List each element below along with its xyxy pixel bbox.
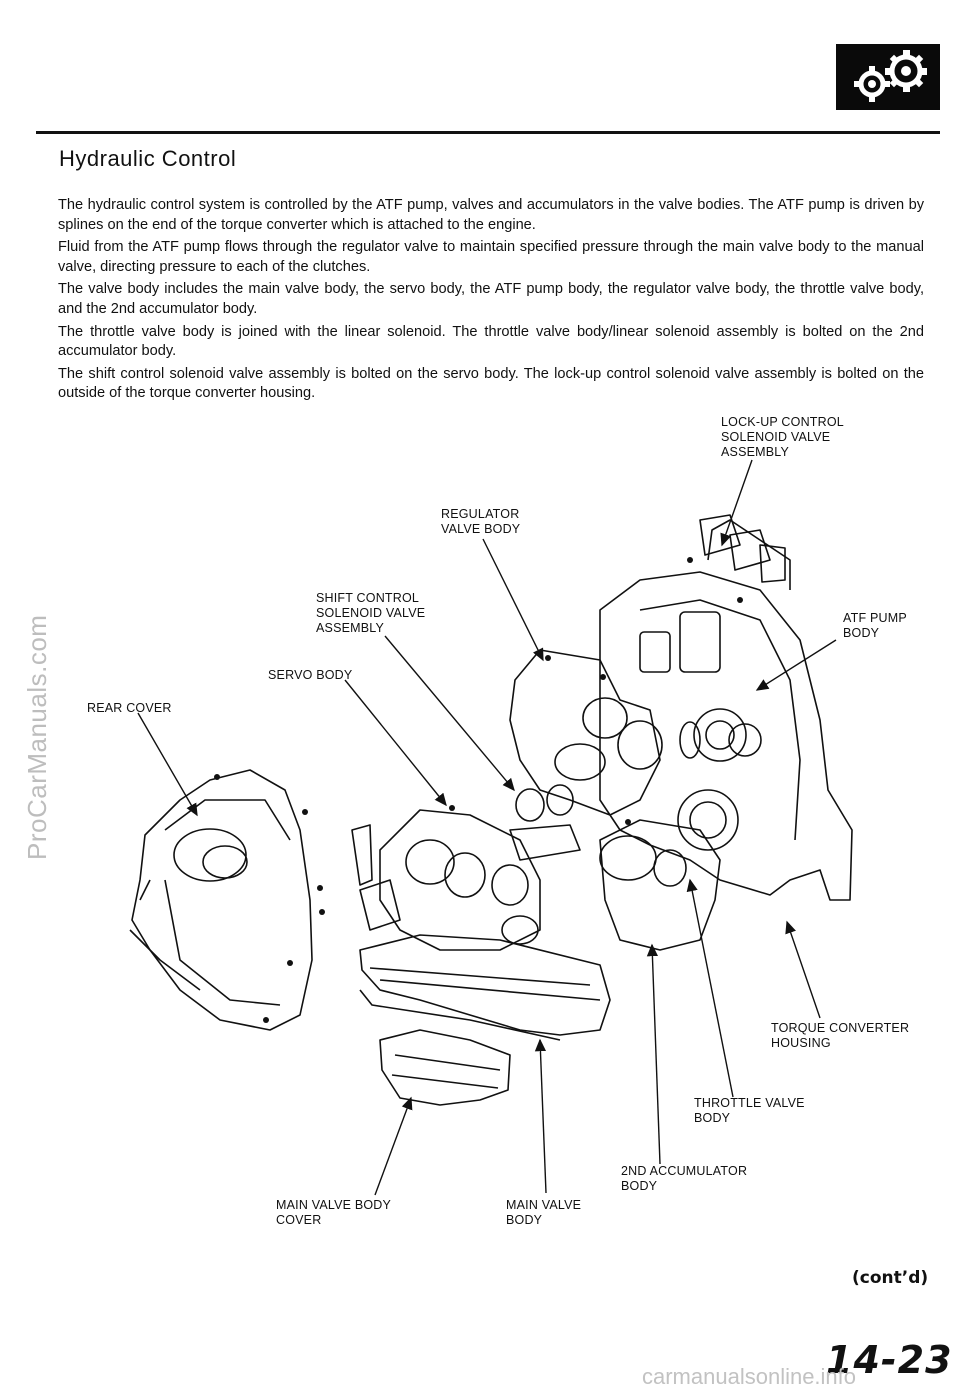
paragraph-2: Fluid from the ATF pump flows through th… — [58, 239, 924, 275]
label-shift-control-solenoid: SHIFT CONTROL SOLENOID VALVE ASSEMBLY — [316, 591, 426, 635]
label-torque-converter-housing: TORQUE CONVERTER HOUSING — [771, 1021, 910, 1050]
label-servo-body: SERVO BODY — [268, 668, 353, 682]
watermark-bottom: carmanualsonline.info — [642, 1364, 857, 1389]
paragraph-4: The throttle valve body is joined with t… — [58, 323, 924, 360]
page-number: 14-23 — [826, 1338, 953, 1382]
label-throttle-valve-body: THROTTLE VALVE BODY — [694, 1096, 805, 1125]
label-lockup-solenoid: LOCK-UP CONTROL SOLENOID VALVE ASSEMBLY — [721, 415, 844, 459]
paragraph-1: The hydraulic control system is controll… — [58, 197, 924, 233]
gears-icon — [836, 44, 940, 110]
label-main-valve-body: MAIN VALVE BODY — [506, 1198, 582, 1227]
paragraph-5: The shift control solenoid valve assembl… — [58, 365, 924, 402]
label-2nd-accumulator-body: 2ND ACCUMULATOR BODY — [621, 1164, 748, 1193]
description-text: The hydraulic control system is controll… — [58, 196, 924, 407]
label-rear-cover: REAR COVER — [87, 701, 172, 715]
continued-label: (cont’d) — [852, 1268, 929, 1288]
label-regulator-valve-body: REGULATOR VALVE BODY — [441, 507, 521, 536]
label-atf-pump-body: ATF PUMP BODY — [843, 611, 907, 640]
paragraph-3: The valve body includes the main valve b… — [58, 281, 924, 317]
watermark-side: ProCarManuals.com — [22, 614, 52, 860]
header-rule — [36, 131, 940, 134]
label-main-valve-body-cover: MAIN VALVE BODY COVER — [276, 1198, 392, 1227]
page-title: Hydraulic Control — [59, 146, 237, 171]
